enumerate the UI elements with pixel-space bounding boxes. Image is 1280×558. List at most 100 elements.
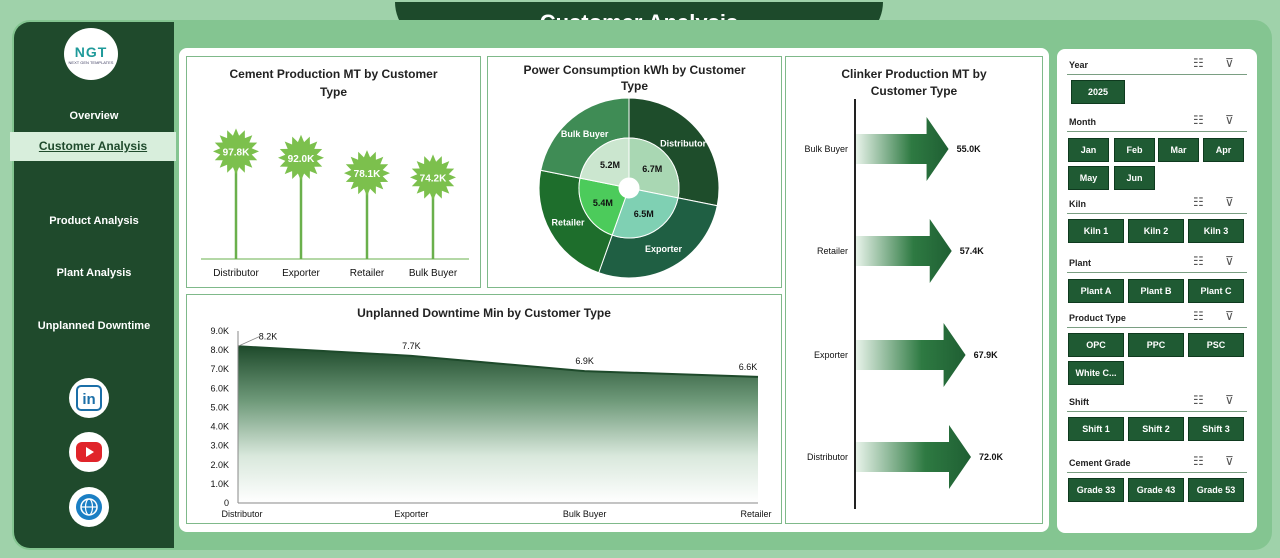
power-inner-slice (628, 137, 680, 199)
clinker-chart-title-1: Clinker Production MT by (841, 67, 987, 81)
filter-year-2025[interactable]: 2025 (1071, 80, 1125, 104)
downtime-y-tick: 5.0K (210, 402, 229, 412)
main-panel: Cement Production MT by Customer Type 97… (179, 48, 1049, 532)
clinker-data-label: 67.9K (974, 350, 999, 360)
power-outer-label: Bulk Buyer (561, 129, 609, 139)
power-inner-slice (579, 137, 630, 187)
filter-cement-grade-label: Cement Grade (1069, 458, 1131, 468)
filter-divider (1067, 327, 1247, 328)
logo-subtitle: NEXT GEN TEMPLATES (68, 59, 114, 65)
cement-category-label: Exporter (282, 268, 320, 279)
multi-select-icon[interactable]: ☷ (1193, 454, 1204, 468)
filter-product-type-label: Product Type (1069, 313, 1126, 323)
filter-month-apr[interactable]: Apr (1203, 138, 1244, 162)
power-outer-label: Distributor (660, 139, 706, 149)
downtime-chart-title: Unplanned Downtime Min by Customer Type (357, 306, 611, 320)
sidebar-item-plant-analysis[interactable]: Plant Analysis (56, 267, 132, 279)
clear-filter-icon[interactable]: ⊽ (1225, 56, 1234, 70)
filter-plant-label: Plant (1069, 258, 1092, 268)
filter-month-mar[interactable]: Mar (1158, 138, 1199, 162)
multi-select-icon[interactable]: ☷ (1193, 56, 1204, 70)
clear-filter-icon[interactable]: ⊽ (1225, 309, 1234, 323)
filter-month-jan[interactable]: Jan (1068, 138, 1109, 162)
filter-product-psc[interactable]: PSC (1188, 333, 1244, 357)
clinker-category-label: Retailer (817, 246, 848, 256)
clear-filter-icon[interactable]: ⊽ (1225, 254, 1234, 268)
linkedin-icon[interactable]: in (69, 378, 109, 418)
sidebar: NGT NEXT GEN TEMPLATES Overview Product … (14, 22, 174, 548)
youtube-icon[interactable] (69, 432, 109, 472)
downtime-y-tick: 0 (224, 498, 229, 508)
sidebar-item-overview[interactable]: Overview (69, 110, 119, 122)
filter-grade-33[interactable]: Grade 33 (1068, 478, 1124, 502)
filter-grade-43[interactable]: Grade 43 (1128, 478, 1184, 502)
multi-select-icon[interactable]: ☷ (1193, 113, 1204, 127)
filter-shift-3[interactable]: Shift 3 (1188, 417, 1244, 441)
cement-category-label: Distributor (213, 268, 259, 279)
filter-kiln-1[interactable]: Kiln 1 (1068, 219, 1124, 243)
clinker-arrow (856, 117, 949, 181)
filter-shift-label: Shift (1069, 397, 1089, 407)
cement-bar-marker (344, 150, 390, 197)
clinker-arrow (856, 425, 971, 489)
cement-chart-title-1: Cement Production MT by Customer (229, 67, 438, 81)
filter-shift-1[interactable]: Shift 1 (1068, 417, 1124, 441)
downtime-data-label: 8.2K (259, 331, 278, 341)
cement-chart-title-2: Type (319, 85, 348, 99)
filter-month-feb[interactable]: Feb (1114, 138, 1155, 162)
cement-data-label: 74.2K (420, 173, 447, 184)
cement-bar-marker (410, 154, 456, 201)
downtime-chart-card: Unplanned Downtime Min by Customer Type … (186, 294, 782, 524)
downtime-category-label: Distributor (221, 509, 262, 519)
multi-select-icon[interactable]: ☷ (1193, 393, 1204, 407)
clinker-category-label: Exporter (814, 350, 848, 360)
filter-product-white-cement[interactable]: White C... (1068, 361, 1124, 385)
filter-kiln-3[interactable]: Kiln 3 (1188, 219, 1244, 243)
downtime-y-tick: 2.0K (210, 460, 229, 470)
filter-month-jun[interactable]: Jun (1114, 166, 1155, 190)
filter-plant-a[interactable]: Plant A (1068, 279, 1124, 303)
power-inner-label: 6.5M (634, 209, 654, 219)
logo: NGT NEXT GEN TEMPLATES (64, 28, 118, 80)
filter-product-ppc[interactable]: PPC (1128, 333, 1184, 357)
svg-text:in: in (82, 391, 95, 408)
downtime-category-label: Exporter (394, 509, 428, 519)
power-outer-label: Retailer (552, 217, 586, 227)
web-icon[interactable] (69, 487, 109, 527)
downtime-y-tick: 1.0K (210, 479, 229, 489)
filter-plant-b[interactable]: Plant B (1128, 279, 1184, 303)
filter-kiln-2[interactable]: Kiln 2 (1128, 219, 1184, 243)
downtime-data-label: 7.7K (402, 341, 421, 351)
sidebar-item-product-analysis[interactable]: Product Analysis (49, 215, 139, 227)
downtime-area (238, 346, 758, 503)
clear-filter-icon[interactable]: ⊽ (1225, 195, 1234, 209)
filter-shift-2[interactable]: Shift 2 (1128, 417, 1184, 441)
multi-select-icon[interactable]: ☷ (1193, 195, 1204, 209)
clear-filter-icon[interactable]: ⊽ (1225, 393, 1234, 407)
power-chart-card: Power Consumption kWh by Customer Type D… (487, 56, 782, 288)
filter-year-label: Year (1069, 60, 1089, 70)
downtime-category-label: Bulk Buyer (563, 509, 607, 519)
clear-filter-icon[interactable]: ⊽ (1225, 454, 1234, 468)
filter-plant-c[interactable]: Plant C (1188, 279, 1244, 303)
downtime-y-tick: 7.0K (210, 364, 229, 374)
sidebar-item-customer-analysis[interactable]: Customer Analysis (10, 132, 176, 161)
cement-bar-marker (278, 134, 324, 181)
cement-data-label: 92.0K (288, 154, 315, 165)
downtime-y-tick: 3.0K (210, 441, 229, 451)
downtime-chart: 01.0K2.0K3.0K4.0K5.0K6.0K7.0K8.0K9.0K8.2… (210, 326, 771, 519)
clear-filter-icon[interactable]: ⊽ (1225, 113, 1234, 127)
filter-product-opc[interactable]: OPC (1068, 333, 1124, 357)
filter-month-may[interactable]: May (1068, 166, 1109, 190)
multi-select-icon[interactable]: ☷ (1193, 254, 1204, 268)
power-chart-title-2: Type (620, 79, 649, 93)
filter-divider (1067, 213, 1247, 214)
filter-grade-53[interactable]: Grade 53 (1188, 478, 1244, 502)
multi-select-icon[interactable]: ☷ (1193, 309, 1204, 323)
power-inner-label: 6.7M (642, 164, 662, 174)
downtime-category-label: Retailer (740, 509, 771, 519)
cement-category-label: Retailer (350, 268, 385, 279)
clinker-data-label: 57.4K (960, 246, 985, 256)
sidebar-item-unplanned-downtime[interactable]: Unplanned Downtime (37, 320, 151, 332)
